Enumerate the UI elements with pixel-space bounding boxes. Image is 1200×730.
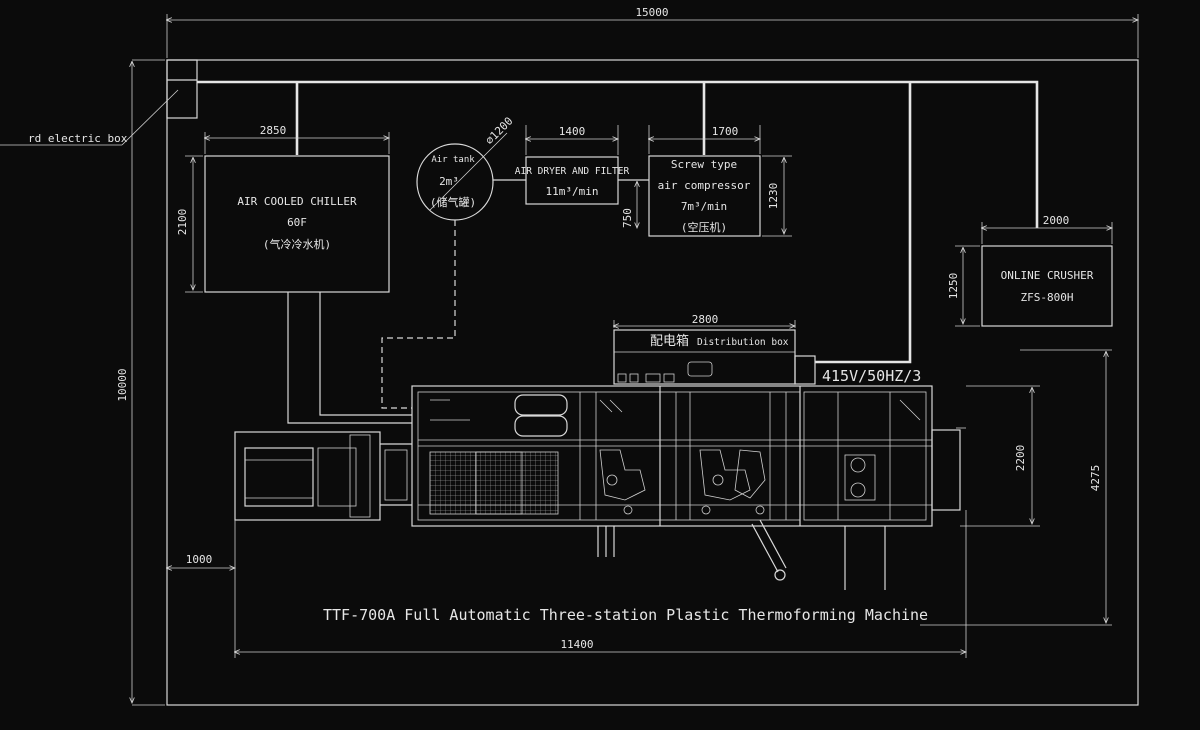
screw-air-compressor: Screw type air compressor 7m³/min (空压机) … bbox=[649, 125, 792, 237]
air-tank: ⌀1200 Air tank 2m³ (储气罐) bbox=[416, 115, 516, 221]
dim-1700: 1700 bbox=[712, 125, 739, 138]
distribution-box: 2800 配电箱 Distribution box 415V/50HZ/3 bbox=[614, 313, 921, 385]
dim-2000: 2000 bbox=[1043, 214, 1070, 227]
sheet-feeder bbox=[234, 431, 412, 521]
tank-label-1: Air tank bbox=[431, 155, 475, 165]
tank-label-2: 2m³ bbox=[439, 175, 459, 188]
dim-1400: 1400 bbox=[559, 125, 586, 138]
machine-title: TTF-700A Full Automatic Three-station Pl… bbox=[323, 606, 928, 624]
chiller-label-3: (气冷冷水机) bbox=[263, 237, 331, 251]
dim-overall-width: 15000 bbox=[167, 6, 1138, 58]
dryer-label-2: 11m³/min bbox=[546, 185, 599, 198]
air-dryer-filter: AIR DRYER AND FILTER 11m³/min 1400 bbox=[515, 125, 630, 205]
thermoforming-machine bbox=[411, 385, 966, 590]
distribution-en: Distribution box bbox=[697, 337, 789, 348]
dim-10000: 10000 bbox=[116, 368, 129, 401]
dim-dryer-height: 750 bbox=[621, 182, 637, 228]
compressor-label-4: (空压机) bbox=[681, 220, 727, 234]
chiller-water-pipes bbox=[287, 292, 412, 424]
crusher-label-2: ZFS-800H bbox=[1021, 291, 1074, 304]
power-spec: 415V/50HZ/3 bbox=[822, 367, 921, 385]
online-crusher: ONLINE CRUSHER ZFS-800H 2000 1250 bbox=[947, 214, 1112, 327]
power-cables bbox=[197, 80, 1039, 364]
dim-2800: 2800 bbox=[692, 313, 719, 326]
compressor-label-1: Screw type bbox=[671, 158, 737, 171]
dim-1230: 1230 bbox=[767, 183, 780, 210]
compressor-label-2: air compressor bbox=[658, 179, 751, 192]
electric-box-label: rd electric box bbox=[28, 132, 128, 145]
dim-total-height: 4275 bbox=[920, 349, 1112, 626]
compressor-label-3: 7m³/min bbox=[681, 200, 727, 213]
chiller-label-1: AIR COOLED CHILLER bbox=[237, 195, 357, 208]
air-cooled-chiller: AIR COOLED CHILLER 60F (气冷冷水机) 2850 2100 bbox=[176, 124, 389, 293]
dim-overall-height: 10000 bbox=[116, 59, 165, 706]
dryer-label-1: AIR DRYER AND FILTER bbox=[515, 166, 630, 177]
dim-machine-height: 2200 bbox=[960, 385, 1040, 527]
tank-diameter: ⌀1200 bbox=[483, 115, 516, 148]
dim-2200: 2200 bbox=[1014, 445, 1027, 472]
electric-box: rd electric box bbox=[0, 59, 198, 146]
dim-machine-length: 11400 bbox=[235, 510, 966, 658]
distribution-cn: 配电箱 bbox=[650, 333, 689, 349]
dim-11400: 11400 bbox=[560, 638, 593, 651]
tank-label-3: (储气罐) bbox=[430, 195, 476, 209]
dim-1000: 1000 bbox=[186, 553, 213, 566]
room-outline bbox=[166, 59, 1139, 706]
dim-2100: 2100 bbox=[176, 209, 189, 236]
dim-750: 750 bbox=[621, 208, 634, 228]
air-line-tank-machine bbox=[381, 220, 456, 409]
dim-15000: 15000 bbox=[635, 6, 668, 19]
dim-left-margin: 1000 bbox=[167, 553, 235, 568]
dim-2850: 2850 bbox=[260, 124, 287, 137]
dim-4275: 4275 bbox=[1089, 465, 1102, 492]
dim-1250: 1250 bbox=[947, 273, 960, 300]
chiller-label-2: 60F bbox=[287, 216, 307, 229]
crusher-label-1: ONLINE CRUSHER bbox=[1001, 269, 1094, 282]
